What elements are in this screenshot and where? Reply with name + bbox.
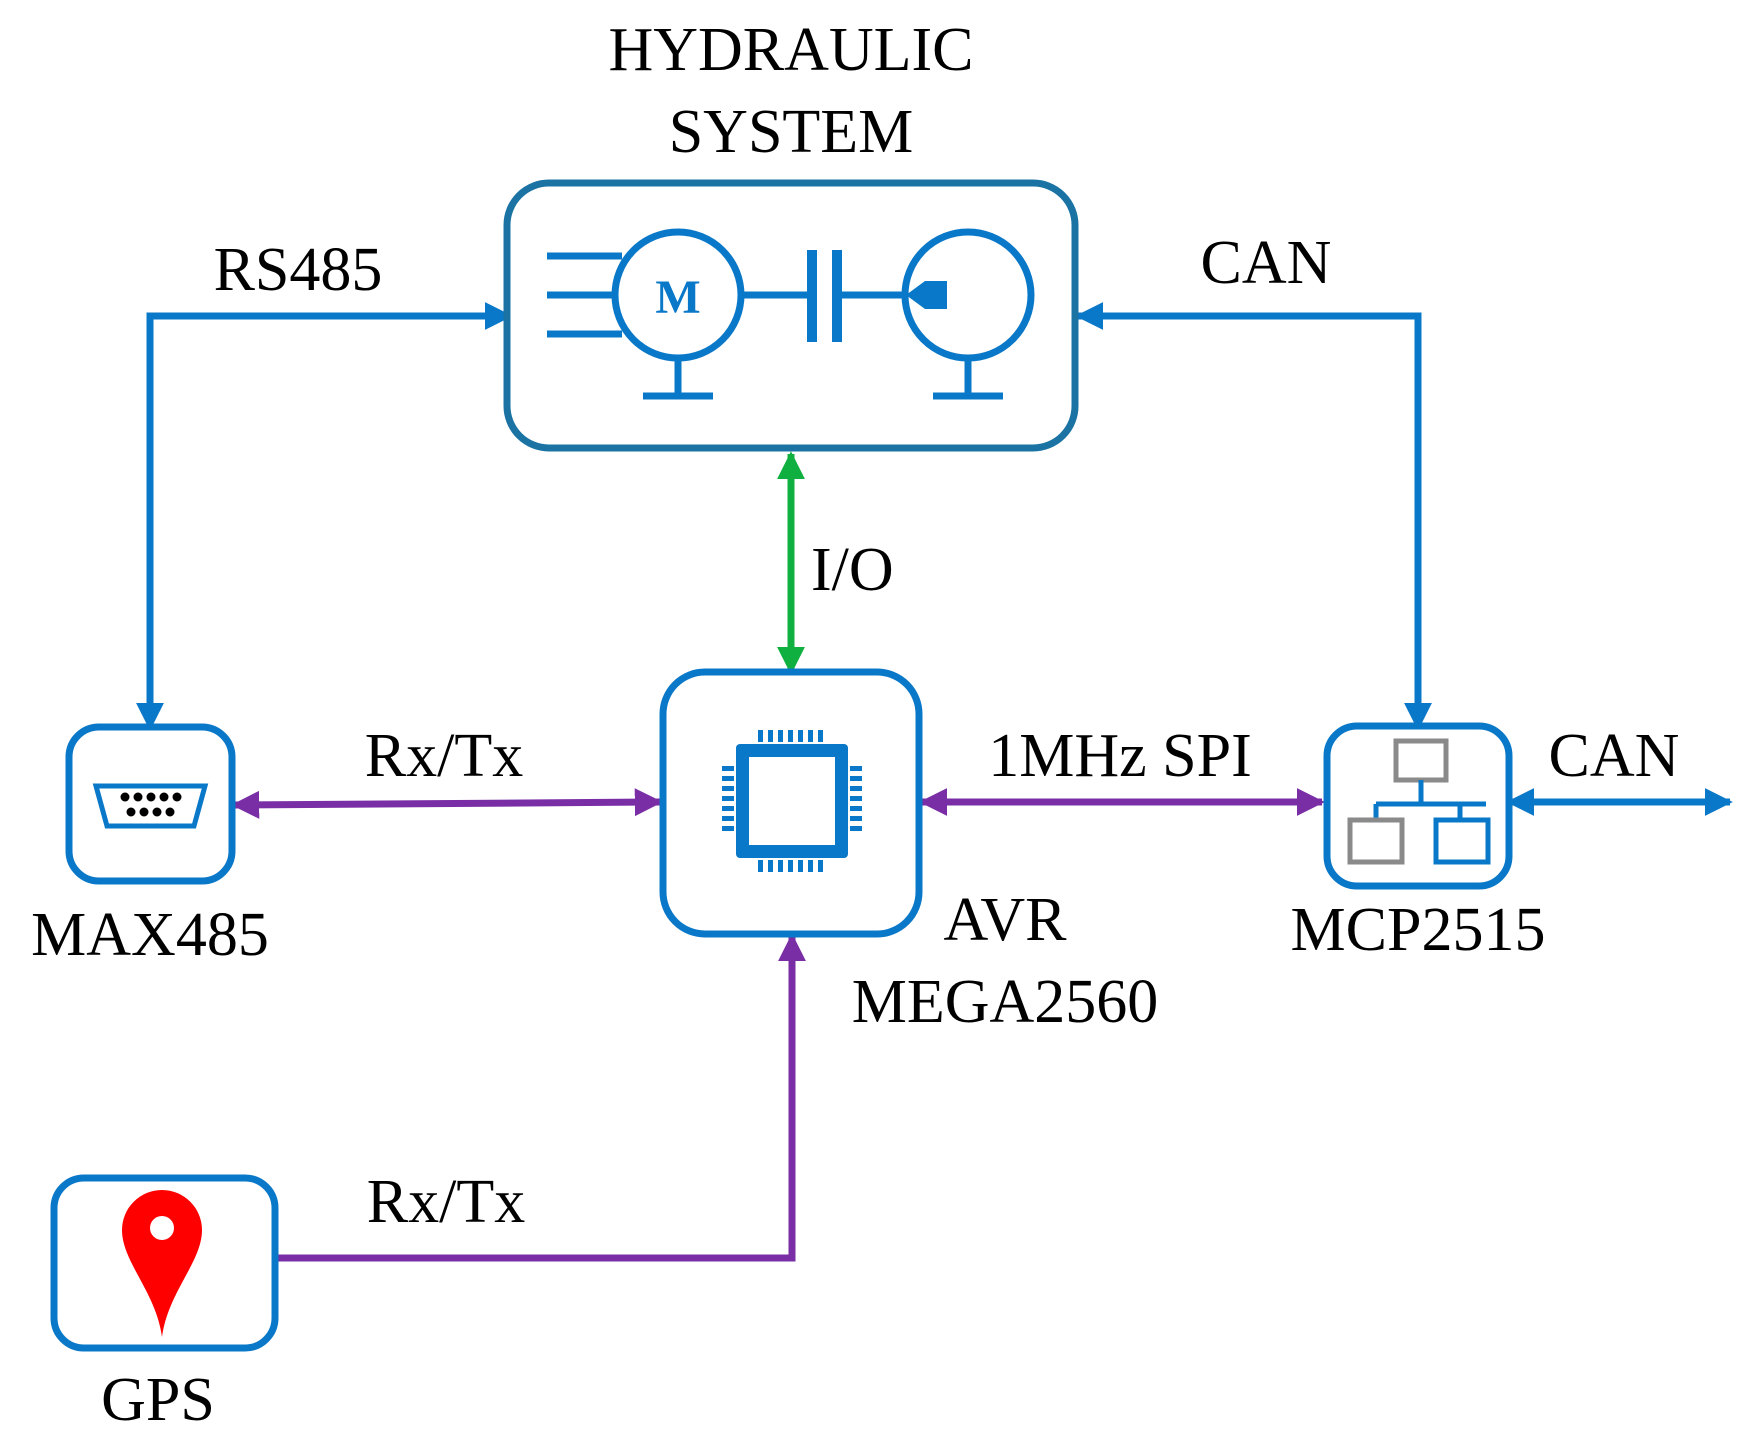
rs485-connection — [136, 302, 513, 731]
rs485-label: RS485 — [214, 236, 383, 304]
hydraulic-title-line2: SYSTEM — [669, 98, 914, 166]
map-pin-icon — [122, 1190, 202, 1337]
avr-label-line2: MEGA2560 — [852, 968, 1159, 1036]
microchip-icon — [722, 730, 862, 872]
hydraulic-title-line1: HYDRAULIC — [608, 16, 973, 84]
can-connection-top — [1075, 302, 1432, 731]
rxtx-connection-gps — [275, 933, 806, 1262]
can-label-out: CAN — [1549, 722, 1680, 790]
gps-block — [50, 1174, 279, 1352]
spi-label: 1MHz SPI — [988, 722, 1252, 790]
io-label: I/O — [811, 536, 894, 604]
motor-letter: M — [655, 271, 700, 324]
rxtx-label-max485: Rx/Tx — [365, 722, 523, 790]
can-label-top: CAN — [1201, 229, 1332, 297]
rxtx-connection-max485 — [231, 788, 663, 819]
motor-pump-icon — [547, 228, 1035, 400]
serial-port-icon — [92, 783, 209, 829]
max485-block — [65, 723, 236, 885]
gps-label: GPS — [101, 1366, 215, 1434]
mcp2515-label: MCP2515 — [1291, 896, 1546, 964]
network-icon — [1347, 738, 1491, 865]
avr-block — [659, 668, 923, 938]
avr-label-line1: AVR — [944, 886, 1068, 954]
hydraulic-system-block: M — [503, 179, 1079, 452]
max485-label: MAX485 — [31, 901, 269, 969]
rxtx-label-gps: Rx/Tx — [367, 1168, 525, 1236]
mcp2515-block — [1323, 722, 1513, 890]
